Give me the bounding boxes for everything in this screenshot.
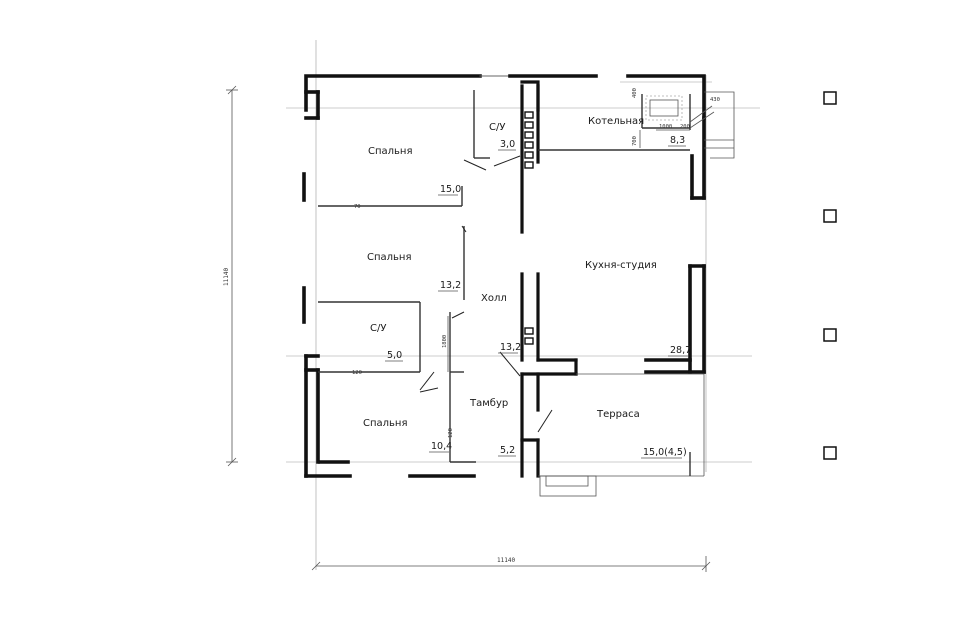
boiler-top-label: 400 xyxy=(632,88,638,98)
boiler-name: Котельная xyxy=(588,116,644,127)
boiler-width-label: 1000 xyxy=(659,124,672,130)
vestibule-area: 5,2 xyxy=(500,445,515,456)
terrace-name: Терраса xyxy=(596,409,640,420)
small-dim-a: 70 xyxy=(354,204,361,210)
legend-box-4[interactable] xyxy=(823,446,837,460)
boiler-area: 8,3 xyxy=(670,135,685,146)
stair-offset-label: 430 xyxy=(710,97,720,103)
kitchen-name: Кухня-студия xyxy=(585,260,657,271)
overall-height-label: 11140 xyxy=(223,268,230,286)
legend-box-3[interactable] xyxy=(823,328,837,342)
bathroom1-name: С/У xyxy=(489,122,505,133)
vestibule-name: Тамбур xyxy=(469,398,508,409)
interior-walls xyxy=(520,80,578,478)
area-labels: 15,0 3,0 8,3 13,2 28,7 13,2 5,0 10,4 5,2… xyxy=(385,135,691,459)
terrace-area: 15,0(4,5) xyxy=(643,447,687,458)
dimension-labels: 11140 11140 1800 1000 700 200 400 430 70… xyxy=(223,88,720,564)
room-labels: Спальня С/У Котельная Спальня Кухня-студ… xyxy=(363,116,657,429)
small-dim-b: 120 xyxy=(352,370,362,376)
bedroom1-area: 15,0 xyxy=(440,184,461,195)
bedroom2-area: 13,2 xyxy=(440,280,461,291)
overall-width-label: 11140 xyxy=(497,557,515,564)
hall-area: 13,2 xyxy=(500,342,521,353)
boiler-equipment xyxy=(645,95,715,129)
small-dim-c: 120 xyxy=(448,428,454,438)
legend-box-2[interactable] xyxy=(823,209,837,223)
outer-walls xyxy=(302,74,706,478)
bedroom3-name: Спальня xyxy=(363,418,408,429)
doors xyxy=(419,155,553,433)
partitions xyxy=(318,90,691,463)
bathroom2-name: С/У xyxy=(370,323,386,334)
bedroom1-name: Спальня xyxy=(368,146,413,157)
vent-blocks xyxy=(524,111,534,345)
hall-name: Холл xyxy=(481,293,507,304)
bathroom1-area: 3,0 xyxy=(500,139,515,150)
boiler-side-label: 200 xyxy=(680,124,690,130)
legend-box-1[interactable] xyxy=(823,91,837,105)
kitchen-area: 28,7 xyxy=(670,345,691,356)
hall-partition-label: 1800 xyxy=(442,335,448,348)
bedroom3-area: 10,4 xyxy=(431,441,452,452)
terrace-outline xyxy=(538,373,705,477)
axis-lines xyxy=(286,40,760,570)
bedroom2-name: Спальня xyxy=(367,252,412,263)
legend xyxy=(823,91,837,460)
boiler-depth-label: 700 xyxy=(632,136,638,146)
dimension-lines xyxy=(226,85,711,572)
bathroom2-area: 5,0 xyxy=(387,350,402,361)
